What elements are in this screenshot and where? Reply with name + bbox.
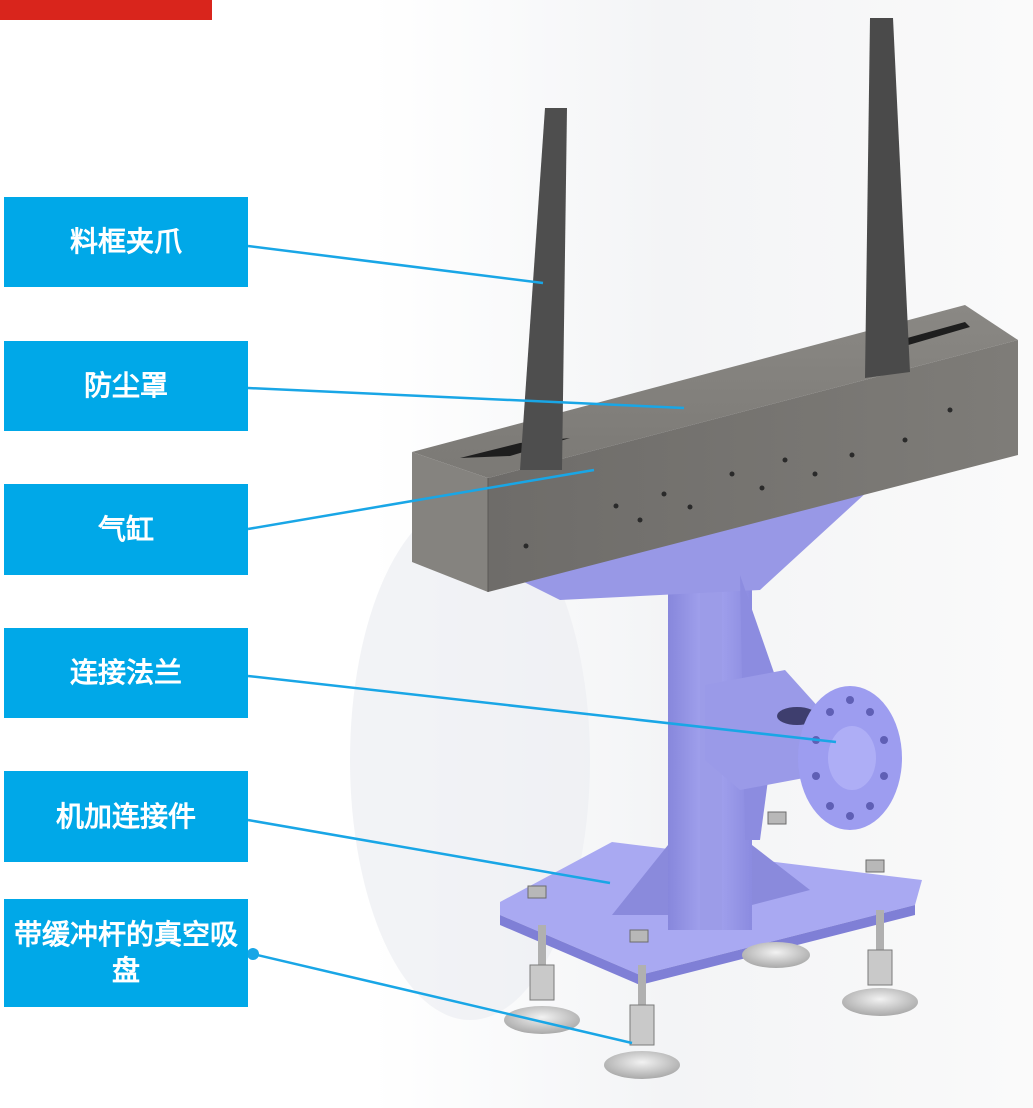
- leader-gripper: [247, 244, 544, 285]
- label-vacuum-cup-text: 带缓冲杆的真空吸盘: [14, 918, 239, 987]
- label-flange-text: 连接法兰: [69, 656, 182, 689]
- cover-fasteners: [523, 407, 953, 549]
- label-dust-cover-text: 防尘罩: [83, 369, 168, 402]
- label-machined-connector: 机加连接件: [4, 771, 248, 862]
- dust-cover-end: [412, 452, 488, 592]
- leader-dust-cover: [247, 386, 685, 410]
- leader-cylinder: [247, 468, 595, 531]
- leader-dot: [247, 948, 259, 960]
- top-accent-bar: [0, 0, 212, 20]
- label-machined-connector-text: 机加连接件: [55, 799, 196, 833]
- dust-cover-front: [488, 340, 1018, 592]
- bottom-gusset-left: [612, 845, 668, 915]
- plate-bolts: [527, 811, 885, 943]
- label-cylinder-text: 气缸: [97, 512, 154, 546]
- leader-machined-connector: [247, 818, 611, 885]
- leader-lines: [247, 244, 837, 1045]
- label-vacuum-cup: 带缓冲杆的真空吸盘: [4, 899, 248, 1007]
- gripper-finger-left: [520, 108, 567, 470]
- label-gripper-text: 料框夹爪: [69, 225, 182, 258]
- label-flange: 连接法兰: [4, 628, 248, 718]
- vacuum-cup-assemblies: [504, 910, 918, 1079]
- mounting-plate-edge: [500, 905, 915, 985]
- gripper-finger-right: [865, 18, 910, 378]
- connection-flange: [798, 686, 902, 830]
- bottom-gusset-right: [752, 845, 810, 905]
- leader-vacuum-cup: [252, 952, 633, 1045]
- slot-right: [900, 322, 970, 346]
- label-gripper: 料框夹爪: [4, 197, 248, 287]
- leader-flange: [247, 674, 837, 744]
- label-dust-cover: 防尘罩: [4, 341, 248, 431]
- label-cylinder: 气缸: [4, 484, 248, 575]
